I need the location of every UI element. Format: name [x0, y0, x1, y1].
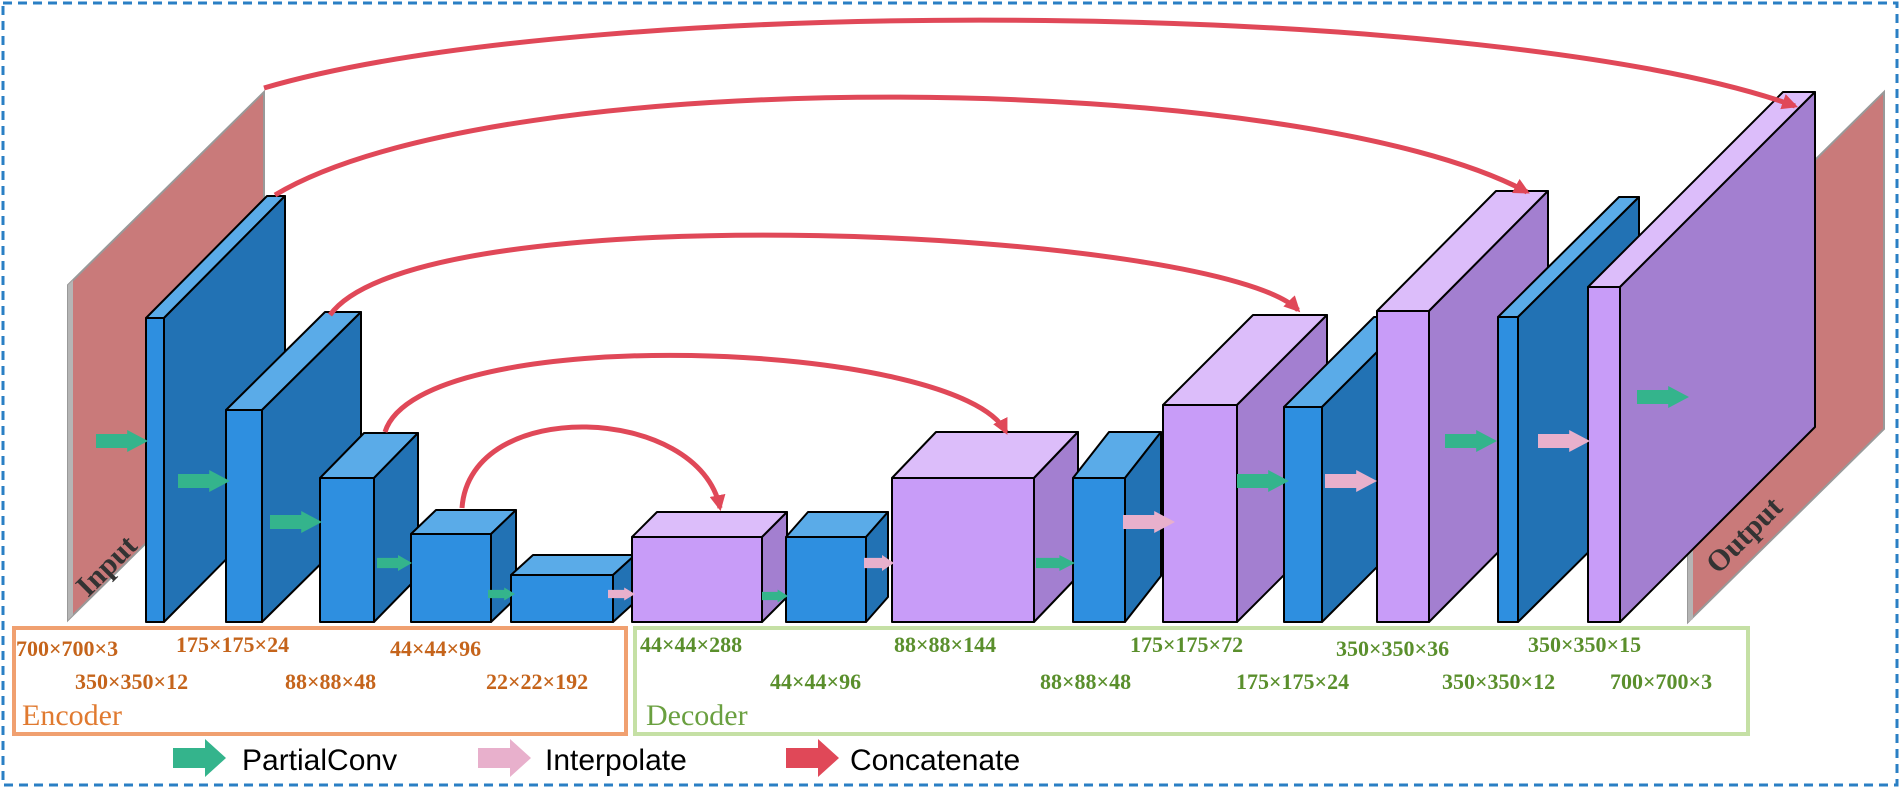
legend-label-interpolate: Interpolate — [545, 744, 687, 777]
partialconv-arrow-2 — [178, 470, 230, 492]
interpolate-arrow-5 — [1538, 430, 1590, 452]
decoder-dim-7: 350×350×36 — [1336, 636, 1449, 661]
encoder-dim-6: 22×22×192 — [486, 669, 588, 694]
decoder-block-6-front-face — [1283, 406, 1323, 623]
feature-map-blocks — [145, 91, 1816, 623]
decoder-block-9 — [1587, 91, 1816, 623]
concatenate-arc-level3 — [327, 232, 1301, 317]
green-arrow-icon — [173, 739, 226, 777]
encoder-title: Encoder — [22, 699, 122, 732]
encoder-block-1-front-face — [145, 317, 165, 623]
encoder-dim-4: 88×88×48 — [285, 669, 376, 694]
concatenate-connections — [263, 17, 1799, 512]
partialconv-arrow-3 — [270, 511, 322, 533]
interpolate-arrow-4 — [1325, 470, 1377, 492]
encoder-dim-1: 700×700×3 — [16, 636, 118, 661]
partialconv-arrow-7 — [1036, 555, 1075, 571]
legend-label-partialconv: PartialConv — [242, 744, 397, 777]
decoder-dim-4: 88×88×48 — [1040, 669, 1131, 694]
partialconv-arrow-1 — [96, 430, 148, 452]
interpolate-arrow-3 — [1123, 511, 1175, 533]
decoder-dim-5: 175×175×72 — [1130, 632, 1243, 657]
decoder-dim-6: 175×175×24 — [1236, 669, 1349, 694]
decoder-block-9-front-face — [1587, 286, 1621, 623]
legend-item-interpolate: Interpolate — [478, 739, 687, 777]
decoder-dim-2: 44×44×96 — [770, 669, 861, 694]
encoder-block-5-front-face — [510, 574, 614, 623]
decoder-block-5-front-face — [1162, 404, 1238, 623]
decoder-group: 44×44×288 44×44×96 88×88×144 88×88×48 17… — [633, 626, 1750, 736]
decoder-dim-9: 350×350×15 — [1528, 632, 1641, 657]
interpolate-arrow-1 — [608, 587, 635, 601]
decoder-block-4-front-face — [1072, 477, 1126, 623]
decoder-dim-10: 700×700×3 — [1610, 669, 1712, 694]
legend: PartialConv Interpolate Concatenate — [173, 739, 1020, 777]
encoder-block-4-front-face — [410, 533, 492, 623]
encoder-block-2-front-face — [225, 409, 263, 623]
decoder-block-3 — [891, 431, 1079, 623]
flow-arrows — [96, 386, 1689, 603]
concatenate-arc-level5 — [459, 424, 726, 512]
decoder-dim-8: 350×350×12 — [1442, 669, 1555, 694]
encoder-dim-5: 44×44×96 — [390, 636, 481, 661]
decoder-block-4 — [1072, 431, 1162, 623]
decoder-box — [633, 626, 1750, 736]
encoder-block-5 — [510, 554, 636, 623]
decoder-dim-1: 44×44×288 — [640, 632, 742, 657]
partialconv-arrow-8 — [1237, 470, 1289, 492]
partialconv-arrow-6 — [762, 589, 788, 603]
red-arrow-icon — [786, 739, 839, 777]
partialconv-arrow-4 — [377, 555, 412, 571]
decoder-title: Decoder — [646, 699, 748, 732]
partialconv-arrow-9 — [1445, 430, 1497, 452]
decoder-block-1 — [631, 511, 788, 623]
encoder-block-3 — [319, 432, 419, 623]
concatenate-arc-level4 — [382, 352, 1009, 435]
legend-item-concatenate: Concatenate — [786, 739, 1020, 777]
encoder-block-4 — [410, 509, 517, 623]
concatenate-arc-level1 — [263, 17, 1799, 110]
encoder-group: 700×700×3 350×350×12 175×175×24 88×88×48… — [12, 626, 628, 736]
decoder-dim-3: 88×88×144 — [894, 632, 996, 657]
decoder-block-1-front-face — [631, 536, 763, 623]
decoder-block-8-front-face — [1497, 316, 1519, 623]
partialconv-arrow-10 — [1637, 386, 1689, 408]
encoder-dim-3: 175×175×24 — [176, 632, 289, 657]
decoder-block-3-front-face — [891, 477, 1035, 623]
encoder-dim-2: 350×350×12 — [75, 669, 188, 694]
pink-arrow-icon — [478, 739, 531, 777]
interpolate-arrow-2 — [864, 555, 894, 571]
encoder-box — [12, 626, 628, 736]
decoder-block-1-top-face — [631, 511, 788, 538]
legend-label-concatenate: Concatenate — [850, 744, 1020, 777]
partialconv-arrow-5 — [488, 587, 515, 601]
legend-item-partialconv: PartialConv — [173, 739, 397, 777]
decoder-block-7-front-face — [1376, 310, 1430, 623]
concatenate-arc-level2 — [273, 94, 1530, 198]
encoder-block-3-front-face — [319, 477, 375, 623]
decoder-block-2-front-face — [785, 536, 867, 623]
